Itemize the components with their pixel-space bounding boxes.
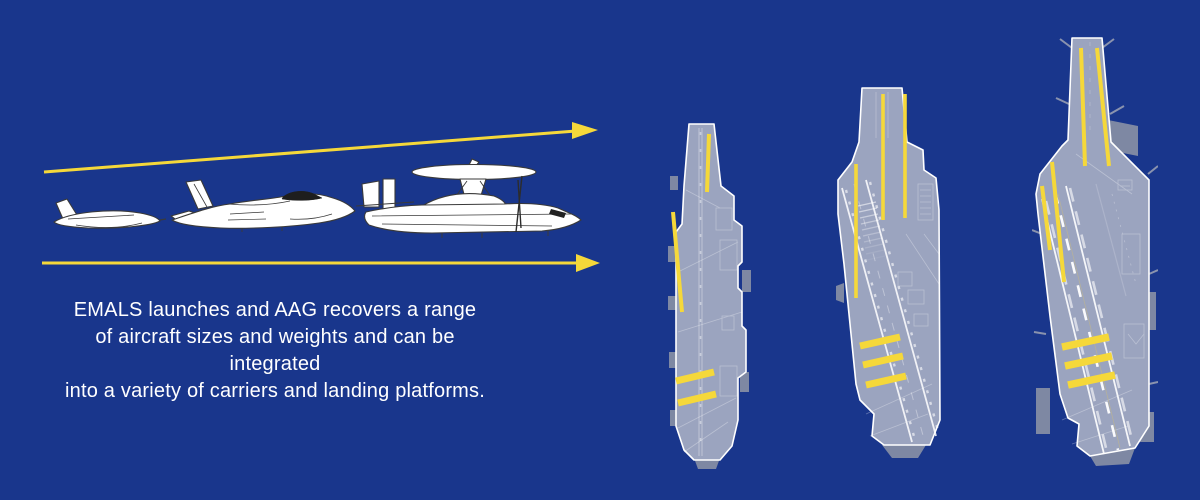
propeller-detail — [515, 175, 523, 233]
carrier-deck-small — [668, 123, 751, 469]
antenna-details — [1032, 38, 1158, 385]
carrier-deck-large — [1032, 37, 1158, 466]
radar-plane-silhouette — [355, 158, 582, 238]
canopy-detail — [281, 191, 323, 201]
deck-run-arrow-icon — [42, 254, 600, 272]
caption-line-3: into a variety of carriers and landing p… — [65, 380, 485, 402]
uav-drone-silhouette — [53, 198, 166, 229]
caption-text: EMALS launches and AAG recovers a range … — [50, 297, 500, 405]
cockpit-window-detail — [549, 209, 566, 218]
jet-blast-pattern — [857, 201, 886, 261]
caption-line-2: of aircraft sizes and weights and can be… — [95, 326, 455, 375]
carrier-deck-medium — [836, 87, 941, 458]
caption-line-1: EMALS launches and AAG recovers a range — [73, 299, 477, 321]
fighter-jet-silhouette — [170, 179, 356, 232]
launch-trajectory-arrow-icon — [43, 122, 598, 174]
